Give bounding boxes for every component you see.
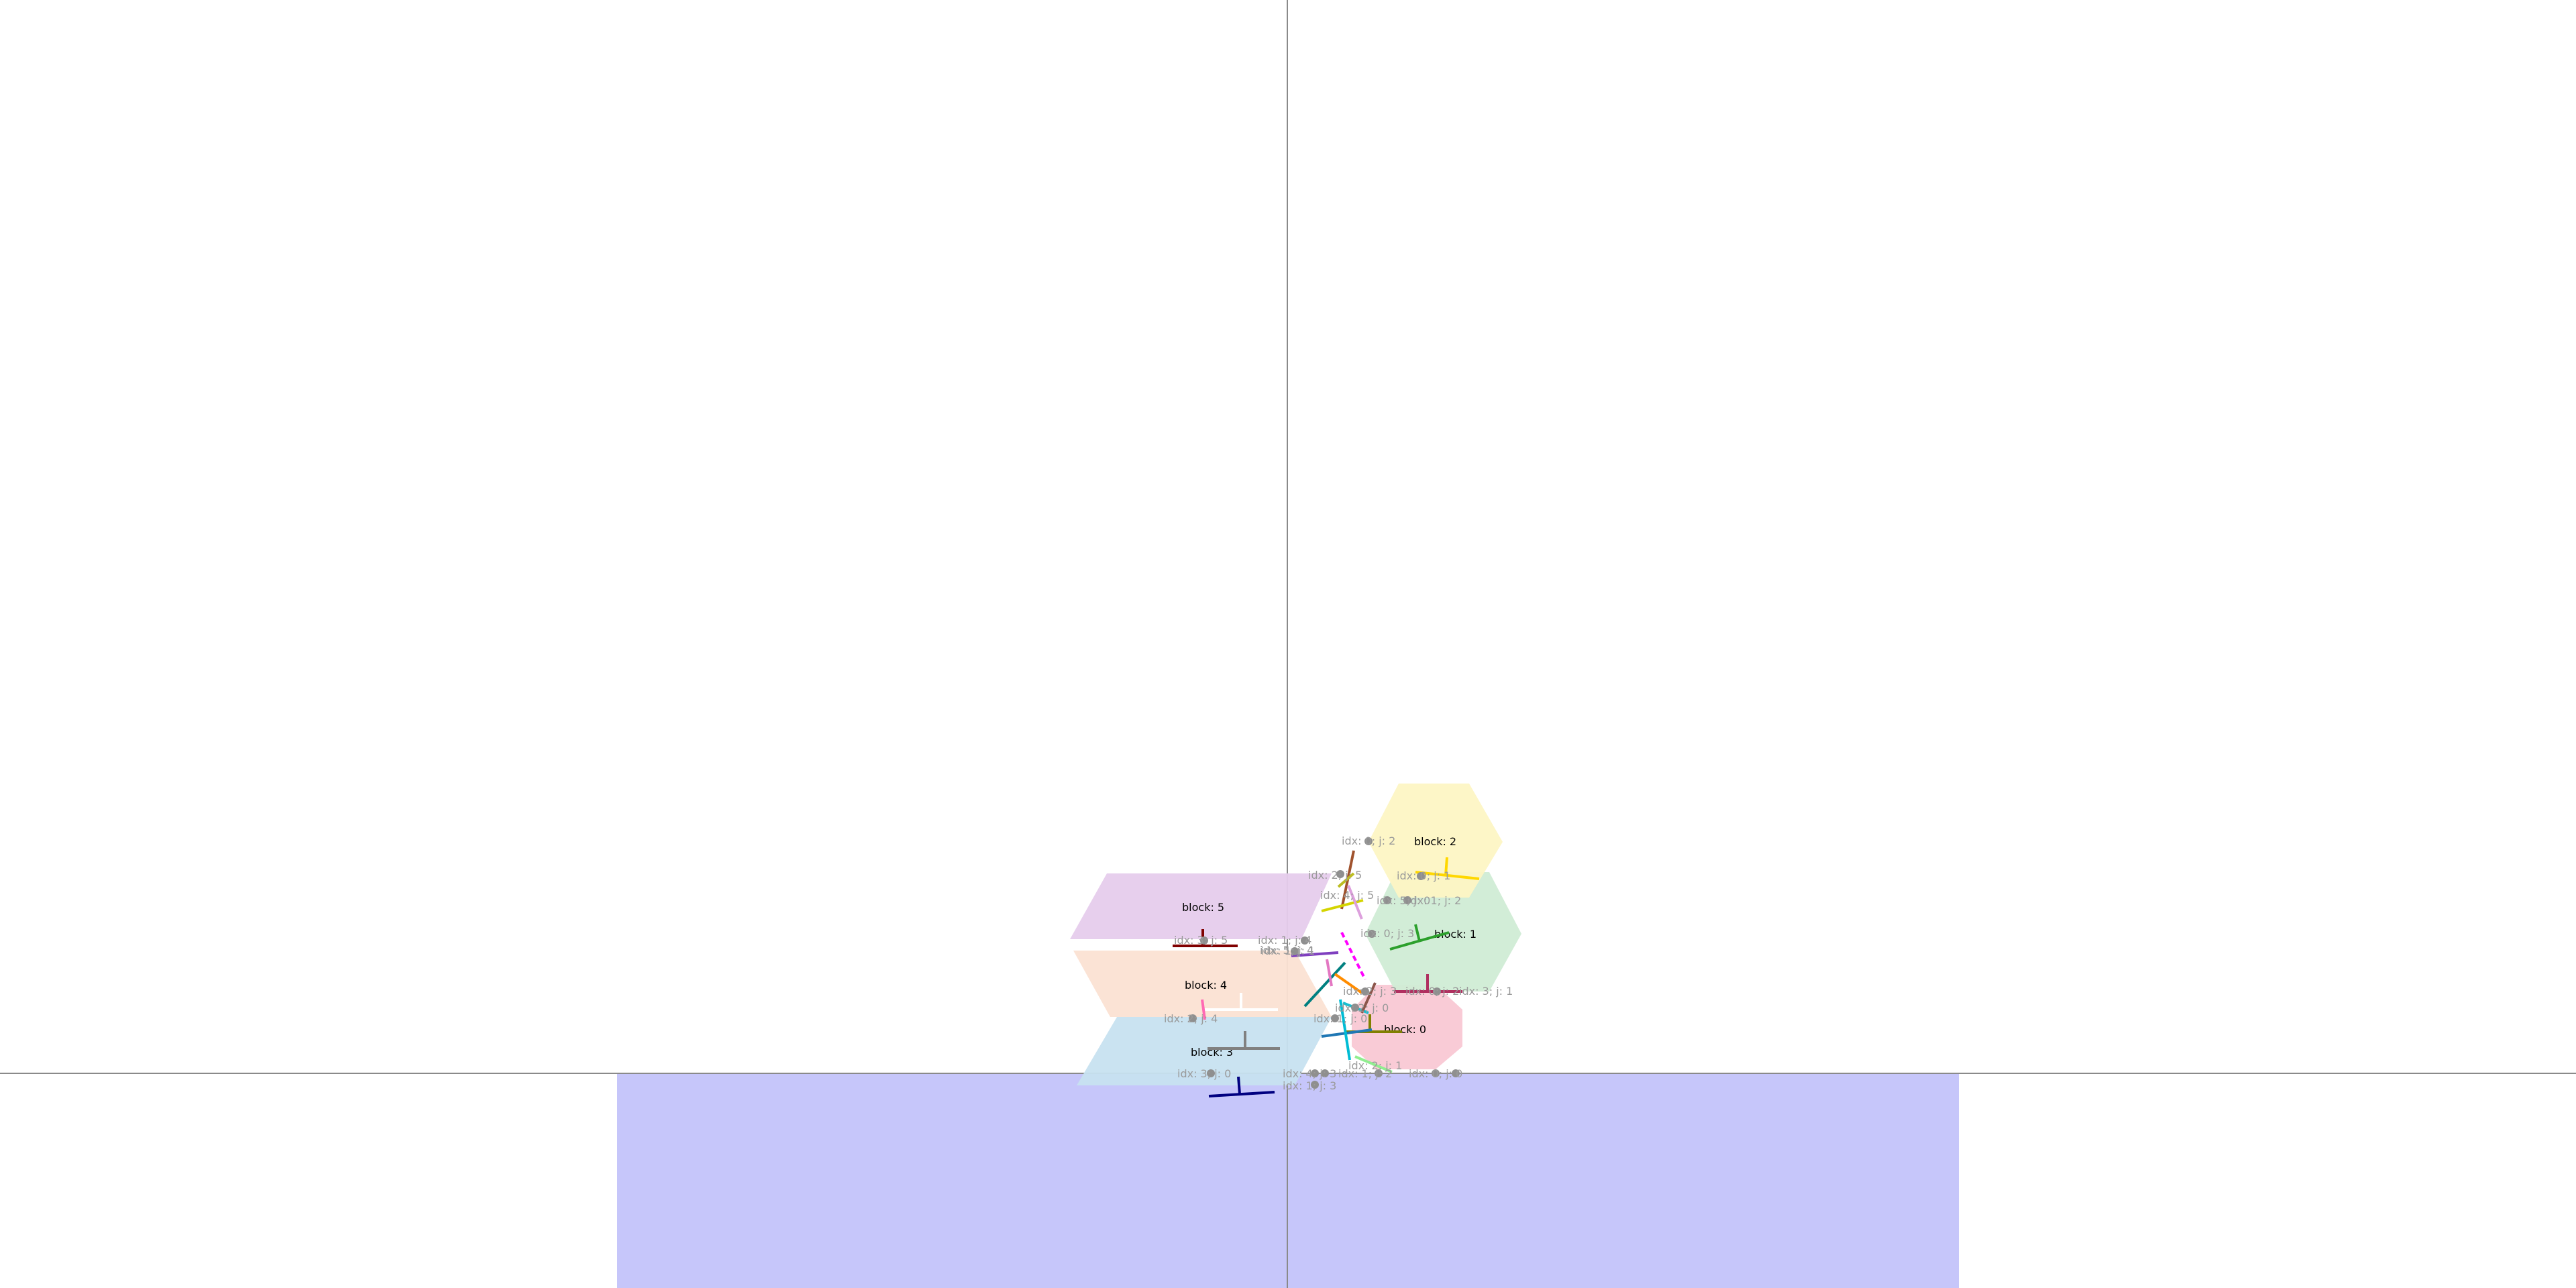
contact-label: idx: 2; j: 1	[1348, 1059, 1402, 1072]
contact-dot	[1452, 1069, 1460, 1077]
contact-frame-4	[1303, 961, 1346, 1008]
contact-dot	[1403, 896, 1411, 904]
contact-dot	[1375, 1069, 1383, 1077]
contact-dot	[1383, 896, 1391, 904]
contact-frames	[1201, 850, 1393, 1073]
contact-frame-2	[1340, 932, 1366, 980]
contact-label: idx: 2; j: 0	[1335, 1002, 1389, 1014]
block-5-label: block: 5	[1182, 901, 1224, 914]
contact-dot	[1433, 987, 1441, 996]
block-2-label: block: 2	[1414, 835, 1456, 848]
contact-dot	[1432, 1069, 1440, 1077]
contact-label: idx: 5; j: 0	[1377, 894, 1430, 907]
contact-dot	[1301, 936, 1309, 945]
block-0-label: block: 0	[1384, 1023, 1426, 1036]
ground-frame-bar	[1208, 1091, 1275, 1097]
contact-label: idx: 3; j: 5	[1174, 934, 1228, 947]
contact-label: idx: 2; j: 5	[1308, 869, 1362, 881]
contact-frame-8	[1347, 885, 1363, 920]
contact-dot	[1417, 872, 1425, 880]
contact-frame-7	[1339, 999, 1351, 1061]
contact-label: idx: 1; j: 2	[1338, 1067, 1392, 1080]
contact-frame-9	[1354, 1055, 1393, 1073]
contact-frame-5	[1334, 973, 1363, 994]
block-1-label: block: 1	[1434, 928, 1477, 941]
block-4-shape	[1073, 951, 1332, 1017]
contact-label: idx: 4; j: 3	[1283, 1067, 1336, 1080]
contact-label: idx: 1; j: 1	[1261, 945, 1315, 957]
block-1-frame-stem	[1414, 924, 1421, 942]
contact-label: idx: 1; j: 2	[1407, 894, 1461, 907]
block-4-label: block: 4	[1185, 979, 1227, 991]
contact-dot	[1311, 1069, 1319, 1077]
contact-dot	[1200, 936, 1208, 945]
contact-dot	[1336, 870, 1344, 878]
block-3-shape	[1077, 1017, 1332, 1085]
contact-label: idx: 0; j: 2	[1405, 985, 1459, 998]
contact-dot	[1361, 987, 1369, 996]
contact-label: idx: 0; j: 3	[1360, 927, 1414, 940]
contact-frame-13	[1360, 982, 1377, 1014]
block-0-shape	[1352, 985, 1462, 1069]
contact-dot	[1364, 837, 1373, 845]
block-2-frame-stem	[1444, 857, 1448, 876]
contact-label: idx: 3; j: 1	[1459, 985, 1513, 998]
contact-label: idx: 0; j: 0	[1409, 1067, 1462, 1080]
contact-label: idx: 3; j: 0	[1177, 1067, 1231, 1080]
contact-dot	[1311, 1081, 1319, 1089]
contact-dots	[1189, 837, 1460, 1089]
contact-dot	[1207, 1069, 1215, 1077]
contact-frame-3	[1291, 951, 1339, 957]
ground-frame-stem	[1237, 1076, 1241, 1095]
contact-frame-10	[1326, 959, 1333, 987]
contact-label: idx: 5; j: 4	[1260, 944, 1313, 957]
block-2-shape	[1368, 784, 1503, 898]
contact-label: idx: 4; j: 5	[1320, 889, 1374, 902]
contact-label: idx: 2; j: 3	[1343, 985, 1397, 998]
contact-frame-12	[1337, 872, 1355, 888]
block-2-frame-bar	[1415, 871, 1480, 880]
contact-dot	[1368, 930, 1376, 938]
contact-labels: idx: 0; j: 2 idx: 2; j: 5 idx: 0; j: 1 i…	[1164, 835, 1513, 1092]
contact-label: idx: 0; j: 2	[1342, 835, 1395, 847]
block-frames	[1173, 857, 1480, 1097]
contact-label: idx: 1; j: 3	[1283, 1079, 1336, 1092]
contact-dot	[1291, 947, 1299, 955]
contact-dot	[1331, 1014, 1339, 1022]
contact-label: idx: 1; j: 4	[1258, 934, 1311, 947]
contact-label: idx: 2; j: 4	[1164, 1012, 1218, 1025]
contact-dot	[1321, 1069, 1329, 1077]
contact-dot	[1351, 1004, 1359, 1012]
contact-dot	[1189, 1014, 1197, 1022]
contact-label: idx: 1; j: 0	[1313, 1012, 1367, 1025]
contact-label: idx: 0; j: 1	[1397, 869, 1450, 882]
block-5-shape	[1070, 873, 1332, 939]
contact-frame-14	[1201, 999, 1206, 1020]
